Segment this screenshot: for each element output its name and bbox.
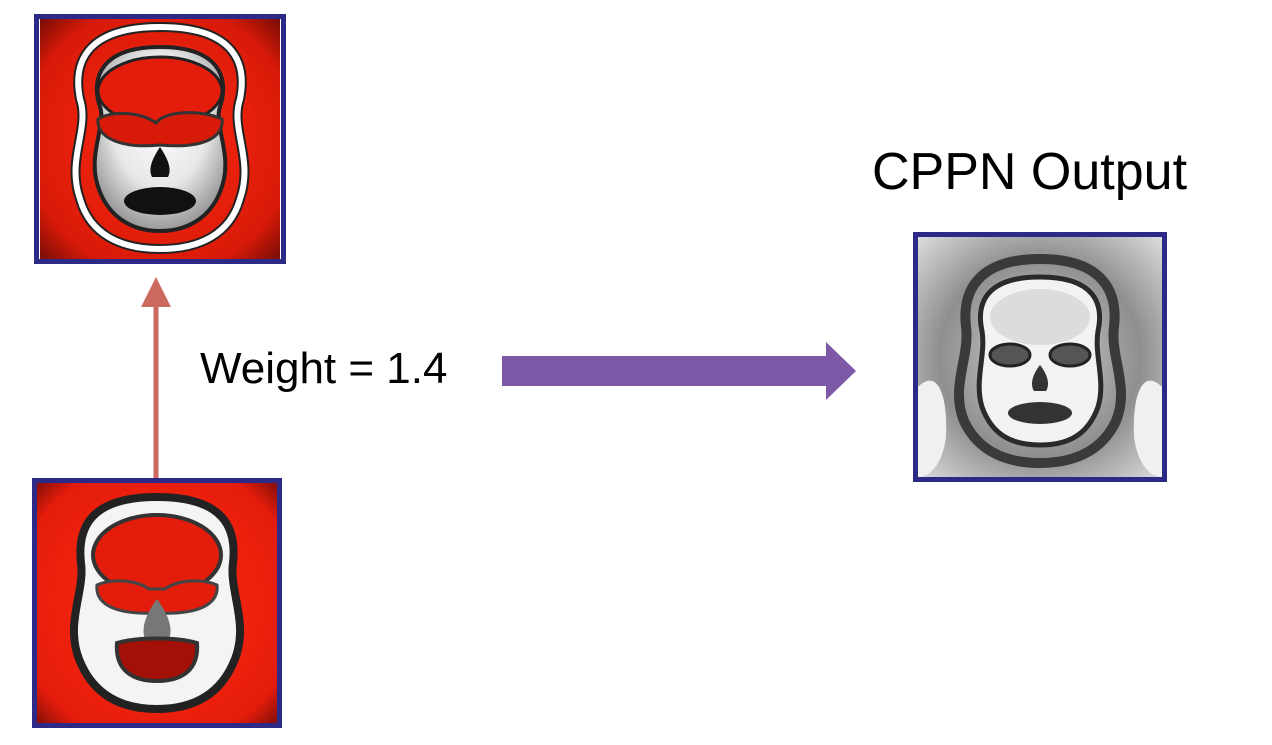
grayscale-skull-pattern-icon — [918, 237, 1162, 477]
cppn-output-title: CPPN Output — [872, 143, 1188, 201]
red-skull-open-mouth-pattern-icon — [37, 483, 277, 723]
output-arrow — [502, 342, 856, 400]
input-bottom-skull-image — [32, 478, 282, 728]
weight-label: Weight = 1.4 — [200, 344, 448, 393]
cppn-output-skull-image — [913, 232, 1167, 482]
input-top-skull-image — [34, 14, 286, 264]
red-skull-pattern-icon — [40, 19, 280, 259]
